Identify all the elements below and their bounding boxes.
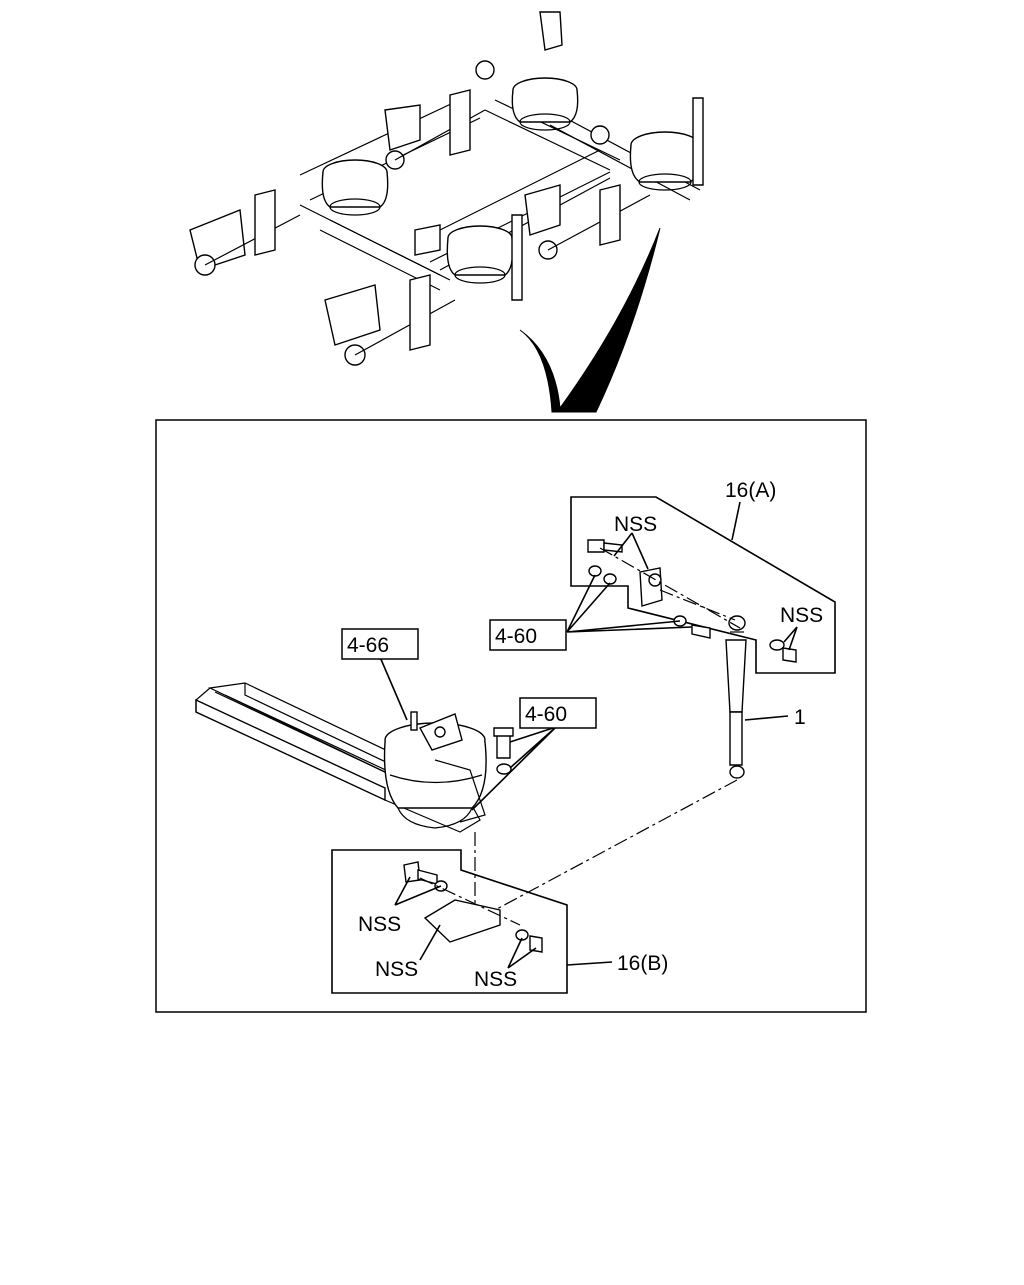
label-shock-absorber: 1 [794,706,806,729]
label-group-a: 16(A) [725,479,776,502]
label-nss-lower-nut: NSS [474,968,517,991]
group-b-boundary [331,849,568,994]
air-spring-front-left [321,159,389,216]
label-frame-ref-upper: 4-60 [495,625,537,648]
air-spring-rear-right [629,131,701,191]
upper-shock-bracket [587,539,797,663]
label-air-spring-ref: 4-66 [347,634,389,657]
leader-lines [379,501,798,969]
shock-absorber [725,615,747,779]
label-nss-lower-bracket: NSS [375,958,418,981]
air-spring-rear-left [511,77,579,131]
ref-box-4-60-upper [489,619,567,651]
callout-labels: 16(A) 16(B) 1 4-66 4-60 4-60 NSS NSS NSS… [341,479,823,991]
label-nss-upper-bolt: NSS [614,513,657,536]
label-nss-lower-bolt: NSS [358,913,401,936]
detail-pointer-arrow [519,227,661,413]
center-lines [419,547,741,926]
upper-frame-bolt [493,727,514,775]
label-frame-ref-lower: 4-60 [525,703,567,726]
group-a-boundary [570,496,836,674]
detail-frame [155,419,867,1013]
suspension-overview [189,11,704,366]
label-group-b: 16(B) [617,952,668,975]
air-spring [383,711,487,829]
air-spring-front-right [446,225,514,284]
lower-shock-bracket [403,861,543,953]
label-nss-upper-nut: NSS [780,604,823,627]
ref-box-4-66 [341,628,419,660]
ref-box-4-60-lower [519,697,597,729]
